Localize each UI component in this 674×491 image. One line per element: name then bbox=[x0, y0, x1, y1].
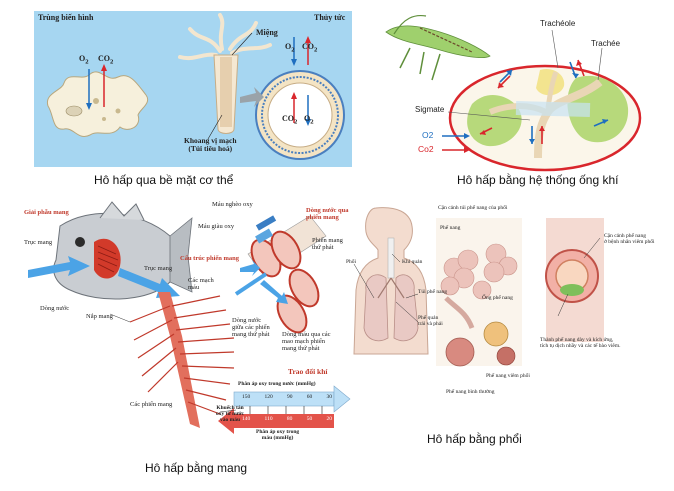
mouth-label: Miệng bbox=[256, 28, 278, 37]
poor-blood-label: Máu nghèo oxy bbox=[212, 201, 253, 208]
alveolar-wall-label: Thành phế nang dày và kích ứng,tích tụ d… bbox=[540, 337, 621, 349]
alveolar-duct-label: Ống phế nang bbox=[482, 295, 513, 301]
hydra-title: Thủy tức bbox=[314, 13, 346, 22]
hydra-co2-top: CO2 bbox=[302, 42, 318, 54]
oxy-water-label: Phân áp oxy trong nước (mmHg) bbox=[238, 381, 316, 387]
bronchus-label: Túi phế nang bbox=[418, 289, 448, 295]
sigmate-label: Sigmate bbox=[415, 105, 445, 114]
tracheole-label: Trachéole bbox=[540, 19, 576, 28]
trachea-panel: Trachéole Trachée Sigmate O2 Co2 bbox=[380, 8, 650, 172]
gill-anatomy-label: Giải phẫu mang bbox=[24, 209, 69, 216]
trachea-illustration bbox=[385, 14, 642, 172]
amoeba-o2-label: O2 bbox=[79, 54, 89, 66]
cavity-label: Khoang vị mạch (Túi tiêu hoá) bbox=[184, 136, 237, 153]
gills-caption: Hô hấp bằng mang bbox=[145, 461, 248, 475]
hydra-o2-inner: O2 bbox=[304, 114, 314, 126]
water-flow-label: Dòng nước bbox=[40, 305, 70, 312]
gills-illustration bbox=[28, 201, 351, 434]
gill-cover-label: Nắp mang bbox=[86, 313, 113, 320]
hydra-illustration bbox=[178, 13, 345, 160]
gill-structure-label: Cấu trúc phiến mang bbox=[180, 255, 240, 262]
trachea-caption: Hô hấp bằng hệ thống ống khí bbox=[457, 173, 619, 187]
gills-panel: Giải phẫu mang Trục mang Dòng nước Nắp m… bbox=[20, 196, 360, 444]
lamellae-label: Các phiến mang bbox=[130, 401, 173, 408]
gill-arch-label-1: Trục mang bbox=[24, 239, 53, 246]
gill-arch-label-2: Trục mang bbox=[144, 265, 173, 272]
trachea-label: Khí quản bbox=[402, 259, 423, 265]
surface-respiration-panel: Trùng biến hình O2 CO2 Thủy tức bbox=[34, 11, 352, 167]
lung-label: Phổi bbox=[346, 259, 357, 265]
surface-caption: Hô hấp qua bề mặt cơ thể bbox=[94, 173, 234, 187]
lungs-illustration bbox=[353, 207, 604, 367]
lungs-caption: Hô hấp bằng phổi bbox=[427, 432, 522, 446]
hydra-o2-top: O2 bbox=[285, 42, 295, 54]
inflamed-alveoli-label: Phế nang viêm phổi bbox=[486, 373, 530, 379]
hydra-co2-inner: CO2 bbox=[282, 114, 298, 126]
co2-legend-label: Co2 bbox=[418, 144, 434, 154]
rich-blood-label: Máu giàu oxy bbox=[198, 223, 235, 230]
trachee-label: Trachée bbox=[591, 39, 621, 48]
normal-alveoli-label: Phế nang bình thường bbox=[446, 389, 495, 395]
amoeba-title: Trùng biến hình bbox=[38, 13, 94, 22]
alveoli-label: Phế nang bbox=[440, 225, 461, 231]
amoeba-illustration bbox=[46, 64, 149, 137]
o2-legend-label: O2 bbox=[422, 130, 434, 140]
amoeba-co2-label: CO2 bbox=[98, 54, 114, 66]
gas-exchange-label: Trao đổi khí bbox=[288, 367, 328, 376]
alveoli-cluster-label: Cận cảnh túi phế nang của phổi bbox=[438, 205, 508, 211]
